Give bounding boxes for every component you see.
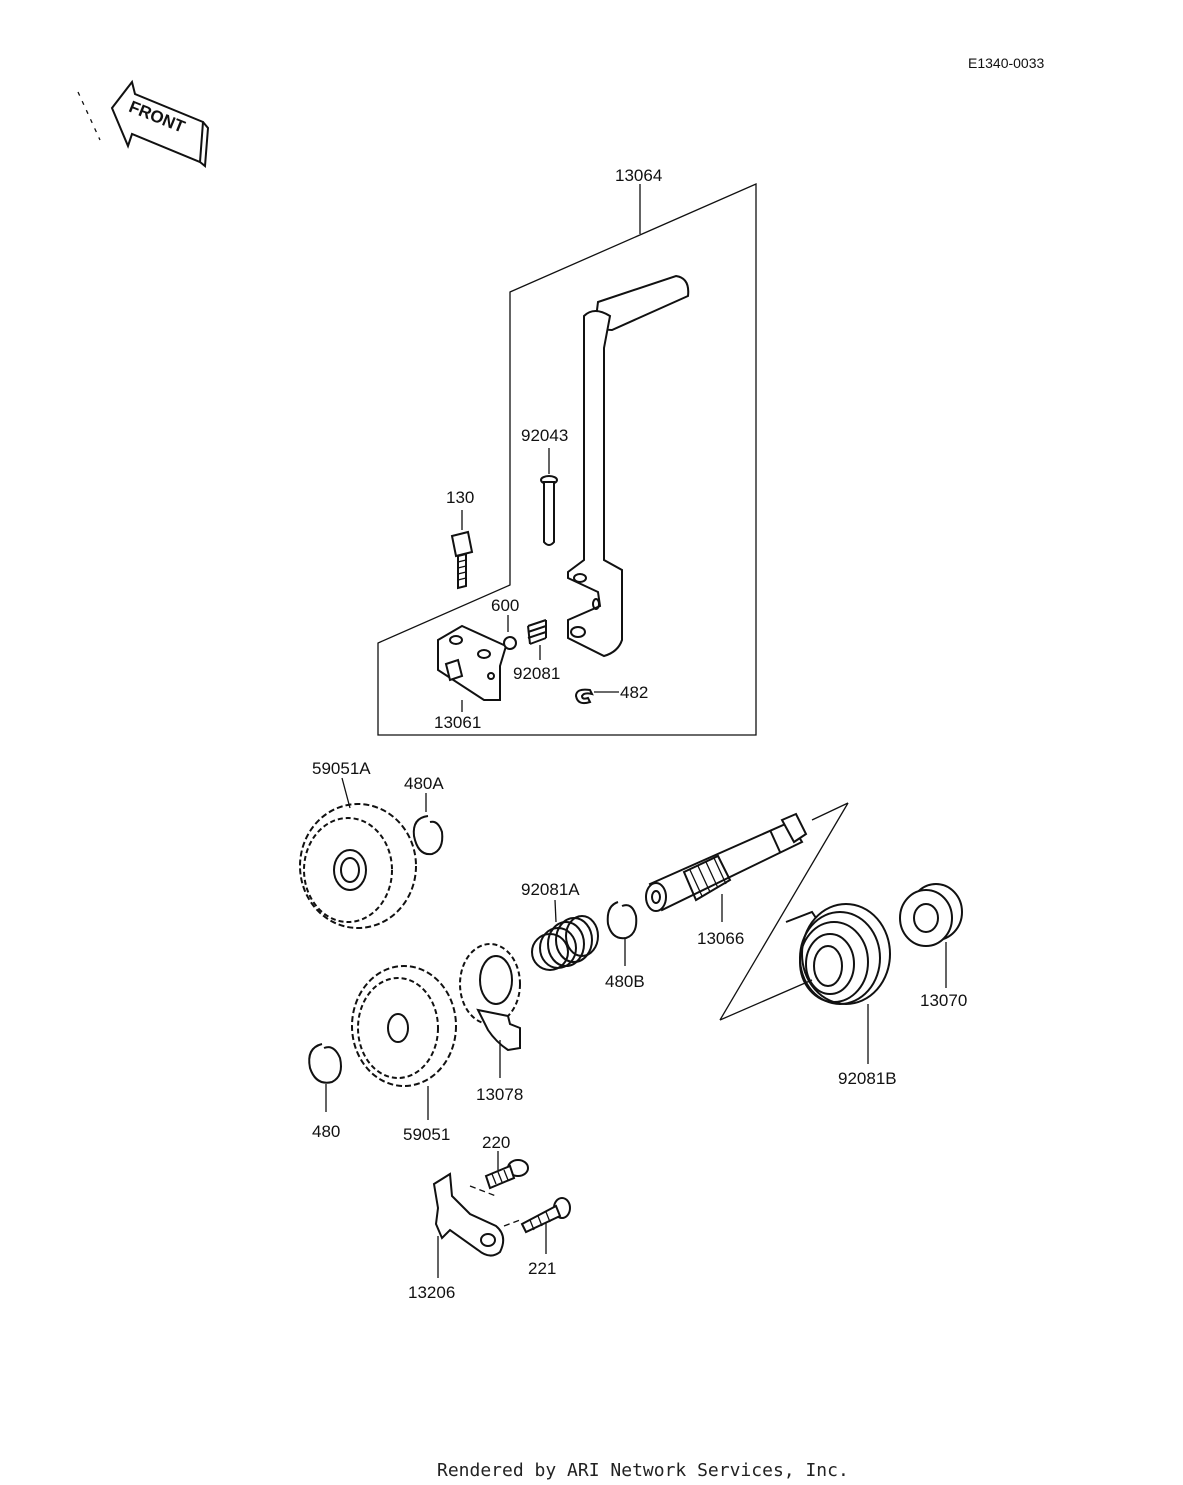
spring-92081A bbox=[531, 915, 599, 971]
ratchet-13078 bbox=[459, 943, 521, 1052]
collar-13070 bbox=[899, 883, 963, 947]
label-92043: 92043 bbox=[521, 426, 568, 445]
label-220: 220 bbox=[482, 1133, 510, 1152]
kick-pedal-lever bbox=[567, 274, 690, 658]
label-13206: 13206 bbox=[408, 1283, 455, 1302]
pedal-group-outline bbox=[377, 183, 757, 736]
diagram-code: E1340-0033 bbox=[968, 55, 1045, 71]
spring-92081B bbox=[785, 903, 891, 1005]
circlip-480 bbox=[308, 1043, 342, 1084]
label-480B: 480B bbox=[605, 972, 645, 991]
clamp-block-13061 bbox=[437, 624, 508, 701]
label-600: 600 bbox=[491, 596, 519, 615]
label-59051: 59051 bbox=[403, 1125, 450, 1144]
label-221: 221 bbox=[528, 1259, 556, 1278]
label-59051A: 59051A bbox=[312, 759, 371, 778]
label-13078: 13078 bbox=[476, 1085, 523, 1104]
leader-92081A bbox=[554, 899, 557, 923]
shaft-13066 bbox=[645, 812, 808, 912]
clip-482 bbox=[574, 688, 594, 705]
front-arrow-icon: FRONT bbox=[77, 79, 210, 168]
shaft-outline-line-2 bbox=[719, 979, 813, 1021]
gear-59051A bbox=[299, 803, 417, 929]
leader-59051A bbox=[341, 777, 351, 809]
ball-600 bbox=[503, 636, 517, 650]
shaft-outline-line bbox=[719, 802, 849, 1021]
label-92081A: 92081A bbox=[521, 880, 580, 899]
bolt-130 bbox=[450, 530, 474, 590]
label-13066: 13066 bbox=[697, 929, 744, 948]
guide-13206 bbox=[432, 1172, 521, 1257]
label-13064: 13064 bbox=[615, 166, 662, 185]
label-13070: 13070 bbox=[920, 991, 967, 1010]
gear-59051 bbox=[351, 965, 457, 1087]
label-13061: 13061 bbox=[434, 713, 481, 732]
bolt-221 bbox=[520, 1197, 571, 1234]
label-130: 130 bbox=[446, 488, 474, 507]
label-92081B: 92081B bbox=[838, 1069, 897, 1088]
spring-92081 bbox=[527, 619, 547, 645]
circlip-480A bbox=[412, 815, 444, 856]
circlip-480B bbox=[606, 901, 638, 940]
pin-92043 bbox=[540, 475, 558, 546]
label-480A: 480A bbox=[404, 774, 444, 793]
label-480: 480 bbox=[312, 1122, 340, 1141]
bolt-220 bbox=[484, 1159, 529, 1190]
label-482: 482 bbox=[620, 683, 648, 702]
label-92081: 92081 bbox=[513, 664, 560, 683]
shaft-outline-line-3 bbox=[811, 802, 849, 821]
footer-credit: Rendered by ARI Network Services, Inc. bbox=[437, 1460, 849, 1481]
